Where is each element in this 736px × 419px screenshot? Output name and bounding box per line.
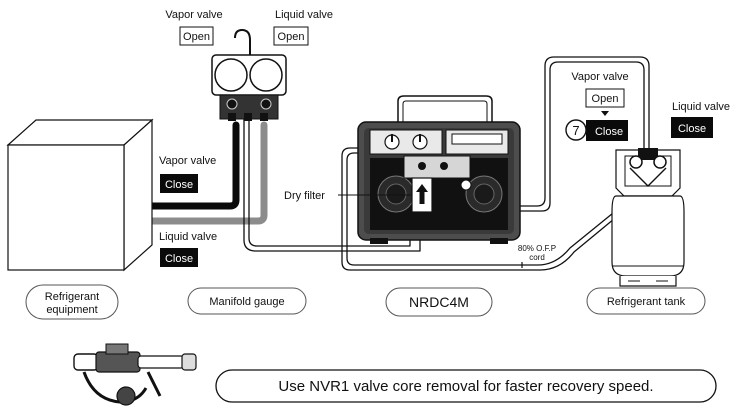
caption-manifold: Manifold gauge — [209, 296, 284, 308]
equipment-vapor-valve-label: Vapor valve — [159, 155, 216, 167]
gauge-icon — [214, 58, 248, 92]
manifold-vapor-state-box — [179, 26, 214, 46]
tip-pill — [215, 369, 717, 403]
caption-tank-pill — [586, 287, 706, 315]
caption-equipment-pill — [25, 284, 119, 320]
hook-icon — [234, 28, 251, 55]
unit-to-tank-loop — [341, 147, 621, 271]
arrow-up-icon — [416, 184, 428, 204]
manifold-liquid-valve-label: Liquid valve — [275, 9, 333, 21]
tank-vapor-open-state: Open — [592, 93, 619, 105]
valve-core-tool-icon — [73, 343, 197, 406]
caption-unit-pill — [385, 287, 493, 317]
tank-liquid-valve-label: Liquid valve — [672, 101, 730, 113]
step-number: 7 — [572, 123, 579, 138]
tank-vapor-close-box — [586, 120, 628, 141]
caption-tank: Refrigerant tank — [607, 296, 686, 308]
gauge-icon — [249, 58, 283, 92]
equipment-liquid-valve-label: Liquid valve — [159, 231, 217, 243]
manifold-liquid-state: Open — [278, 31, 305, 43]
liquid-hose — [148, 121, 268, 225]
refrigerant-equipment — [6, 118, 154, 272]
step-badge — [565, 119, 587, 141]
arrow-down-icon — [601, 111, 609, 116]
manifold-vapor-valve-label: Vapor valve — [165, 9, 222, 21]
tank-vapor-valve-label: Vapor valve — [571, 71, 628, 83]
tank-vapor-open-box — [585, 88, 625, 108]
equipment-liquid-state-box — [160, 248, 198, 267]
dry-filter-label: Dry filter — [284, 190, 325, 202]
caption-equipment-line1: Refrigerant — [45, 291, 99, 303]
equipment-vapor-state-box — [160, 174, 198, 193]
manifold-vapor-state: Open — [183, 31, 210, 43]
vapor-hose — [148, 121, 240, 210]
manifold-to-unit-hose — [248, 117, 411, 247]
tank-vapor-close-state: Close — [595, 126, 623, 138]
ofp-label: 80% O.F.P — [518, 244, 556, 253]
ofp-cord-label: cord — [529, 253, 545, 262]
caption-manifold-pill — [187, 287, 307, 315]
tank-liquid-state: Close — [678, 123, 706, 135]
equipment-liquid-state: Close — [165, 253, 193, 265]
tank-liquid-state-box — [671, 117, 713, 138]
caption-unit: NRDC4M — [409, 294, 469, 310]
equipment-vapor-state: Close — [165, 179, 193, 191]
caption-equipment-line2: equipment — [46, 304, 97, 316]
manifold-liquid-state-box — [273, 26, 309, 46]
refrigerant-tank — [611, 148, 685, 287]
tip-text: Use NVR1 valve core removal for faster r… — [278, 378, 653, 395]
manifold-gauge — [211, 28, 287, 121]
nrdc4m-unit — [357, 95, 521, 244]
